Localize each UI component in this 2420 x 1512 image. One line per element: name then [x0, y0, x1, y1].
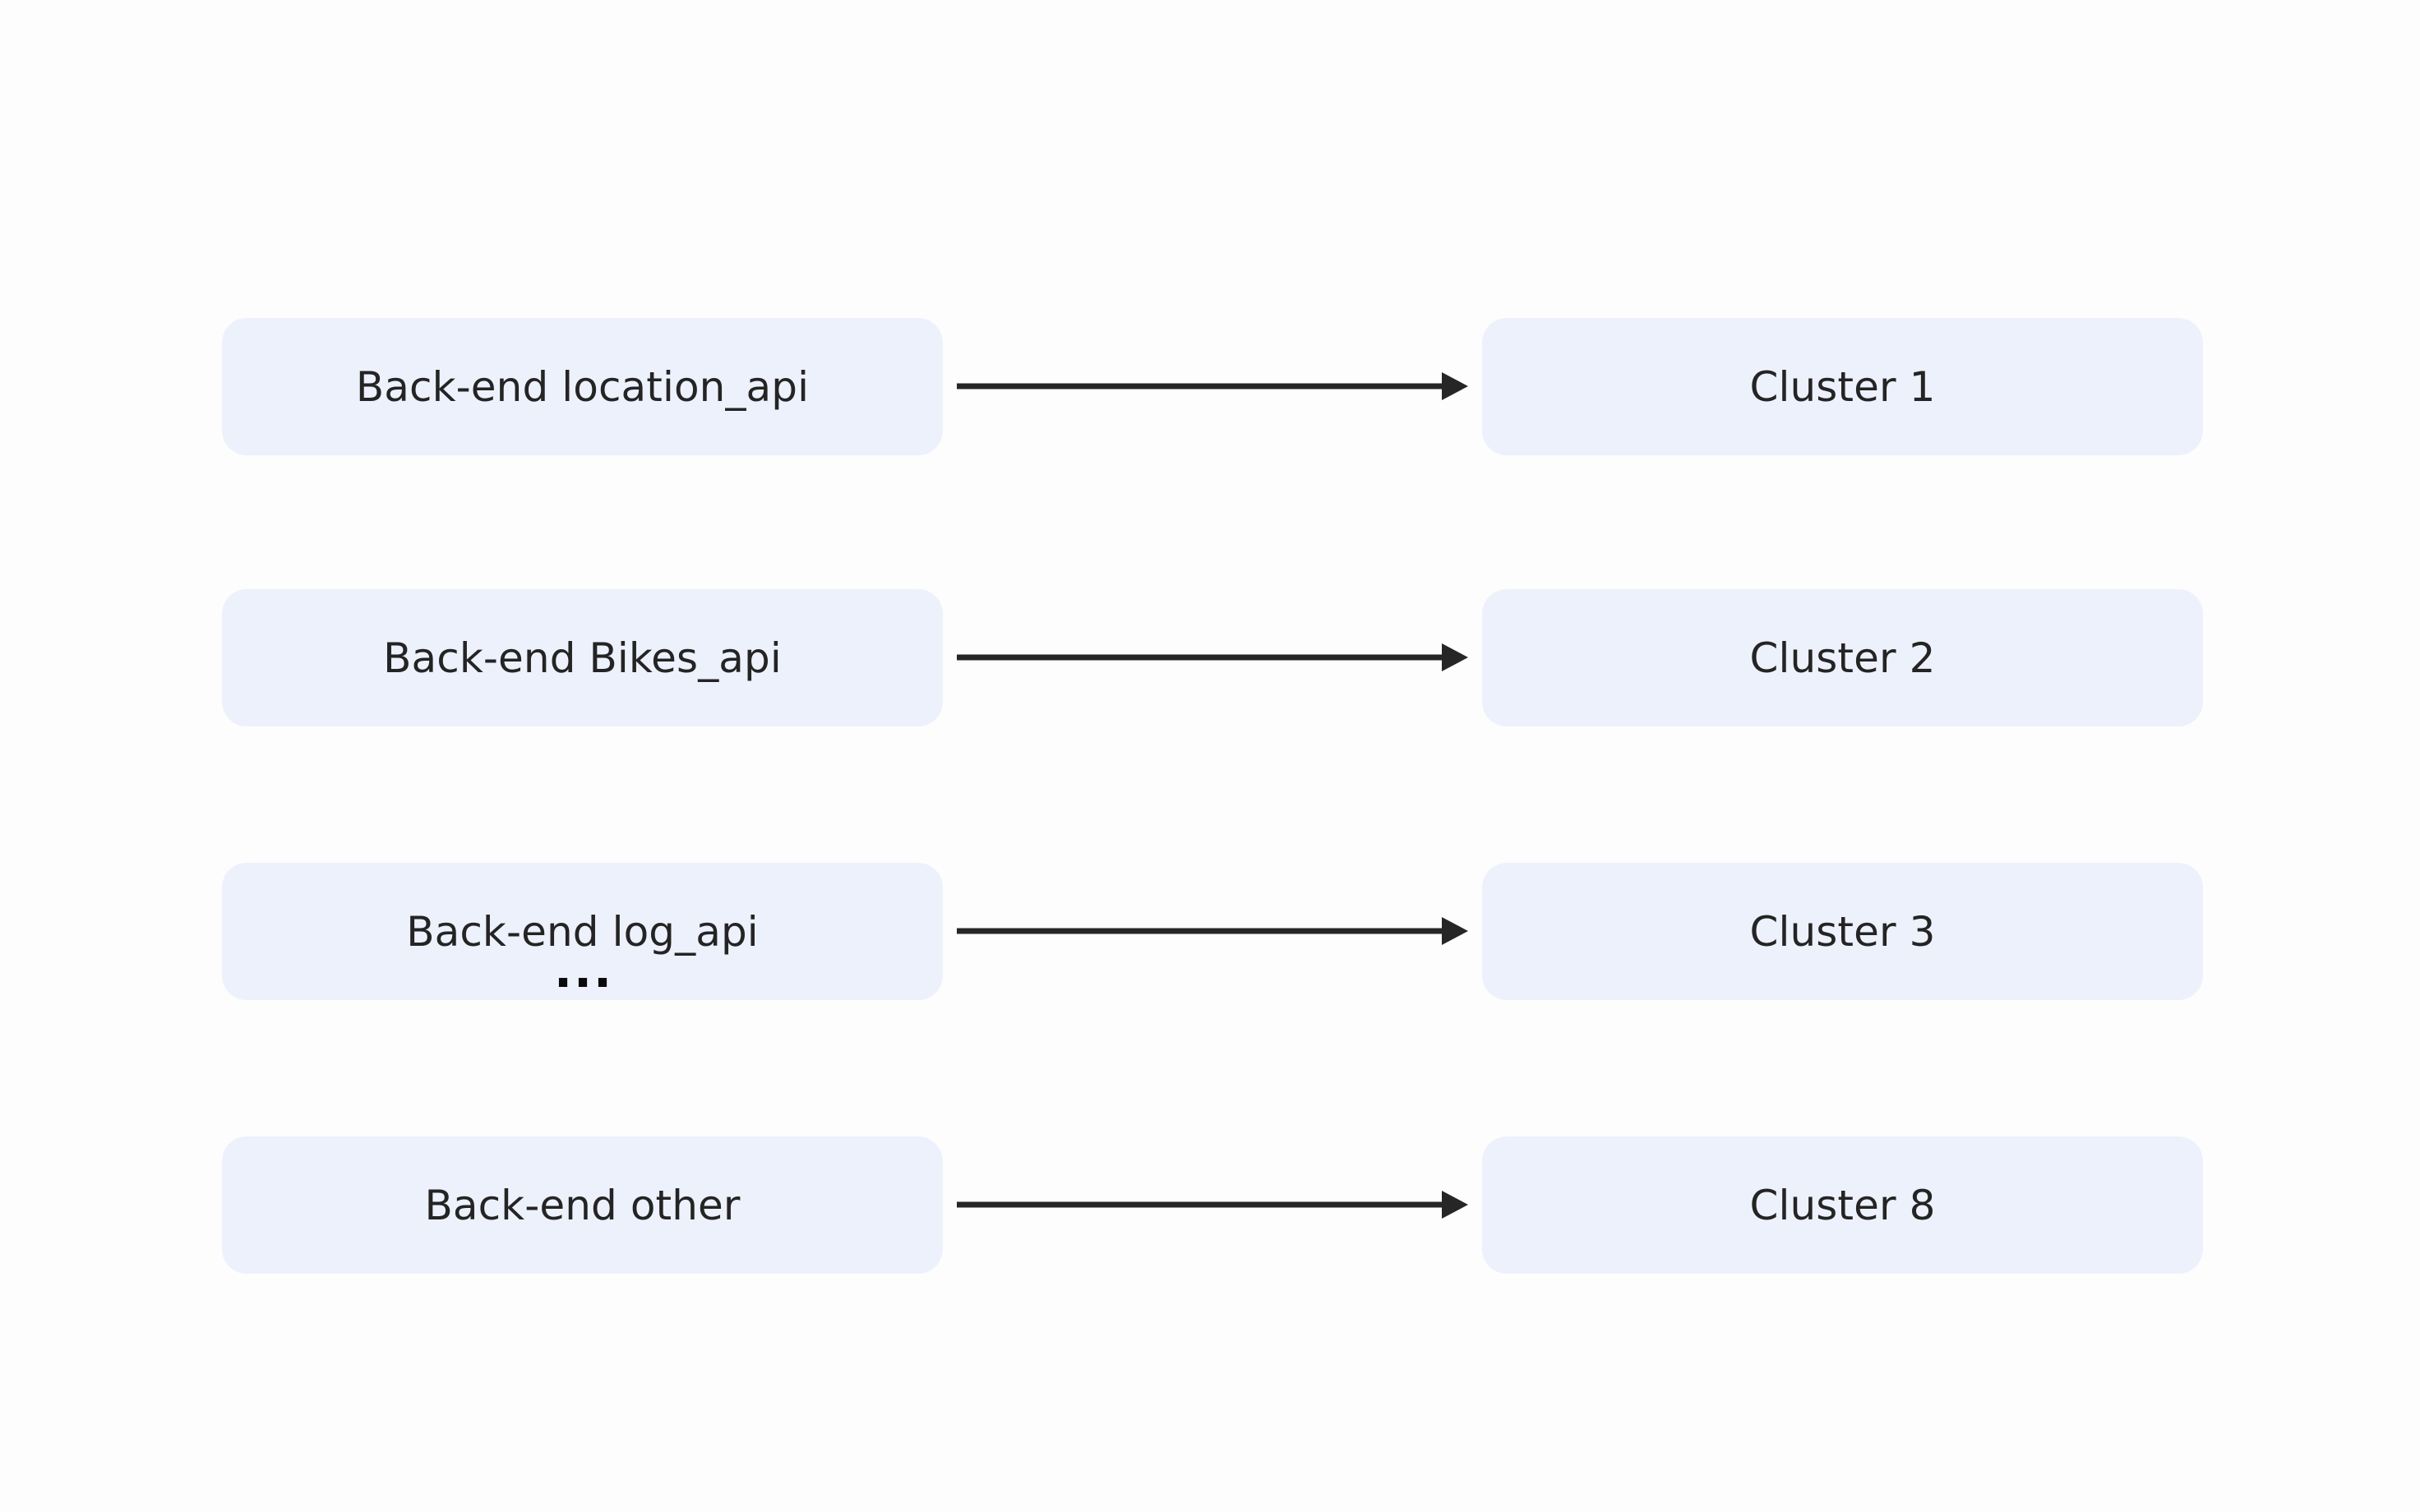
ellipsis-marker: ... [553, 943, 614, 998]
arrow-connector-2 [954, 625, 1471, 690]
arrow-icon [957, 643, 1468, 671]
source-node-label: Back-end Bikes_api [383, 634, 782, 682]
target-node-4[interactable]: Cluster 8 [1482, 1136, 2203, 1274]
target-node-1[interactable]: Cluster 1 [1482, 318, 2203, 455]
arrow-icon [957, 917, 1468, 945]
mapping-row: Back-end Bikes_api Cluster 2 [0, 589, 2420, 726]
arrow-connector-3 [954, 898, 1471, 964]
target-node-2[interactable]: Cluster 2 [1482, 589, 2203, 726]
arrow-icon [957, 1191, 1468, 1219]
target-node-label: Cluster 2 [1749, 634, 1936, 682]
ellipsis-row: ... [0, 947, 2420, 1012]
target-node-label: Cluster 3 [1749, 907, 1936, 956]
target-node-label: Cluster 8 [1749, 1181, 1936, 1229]
source-node-label: Back-end location_api [355, 362, 810, 411]
source-node-1[interactable]: Back-end location_api [222, 318, 943, 455]
mapping-row: Back-end other Cluster 8 [0, 1136, 2420, 1274]
arrow-connector-4 [954, 1172, 1471, 1238]
mapping-row: Back-end location_api Cluster 1 [0, 318, 2420, 455]
source-node-label: Back-end other [424, 1181, 741, 1229]
target-node-label: Cluster 1 [1749, 362, 1936, 411]
source-node-2[interactable]: Back-end Bikes_api [222, 589, 943, 726]
source-node-4[interactable]: Back-end other [222, 1136, 943, 1274]
arrow-icon [957, 372, 1468, 400]
arrow-connector-1 [954, 353, 1471, 419]
target-node-3[interactable]: Cluster 3 [1482, 863, 2203, 1000]
mapping-row: Back-end log_api Cluster 3 [0, 863, 2420, 1000]
source-node-3[interactable]: Back-end log_api [222, 863, 943, 1000]
source-node-label: Back-end log_api [406, 907, 759, 956]
